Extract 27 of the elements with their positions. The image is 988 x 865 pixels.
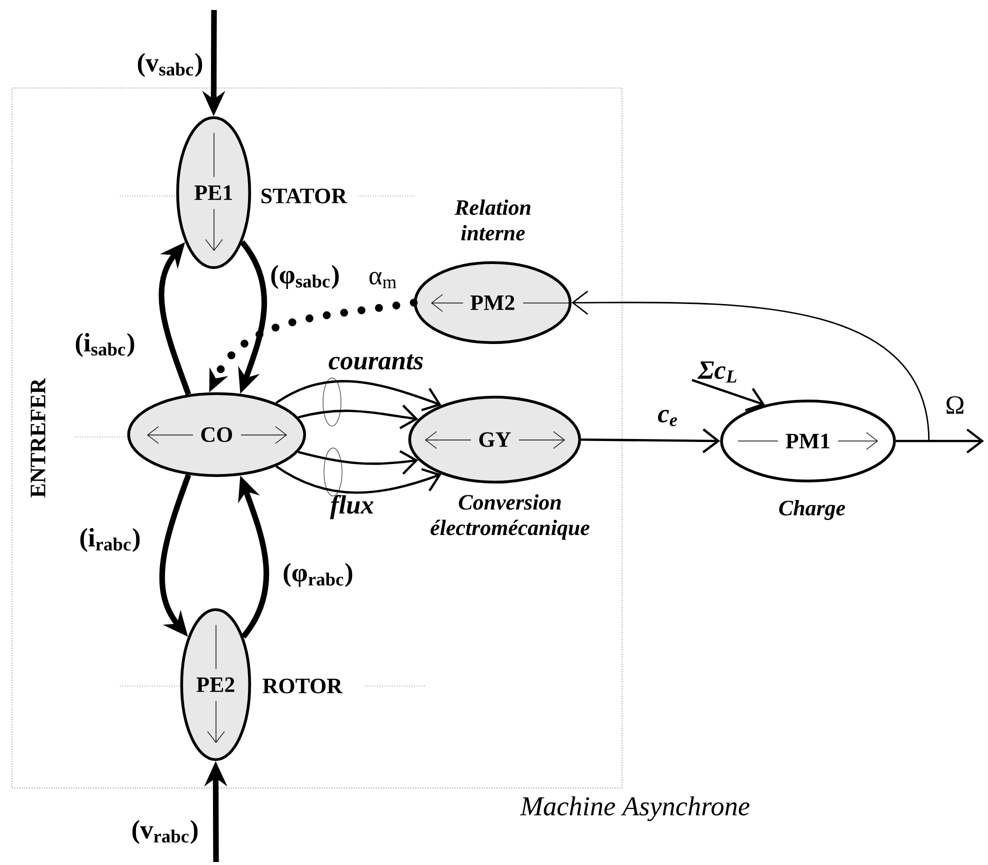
edge-label: α$_{m}$ bbox=[369, 272, 396, 288]
edge-label: flux bbox=[330, 494, 374, 520]
arrow bbox=[276, 380, 442, 412]
arrow bbox=[896, 428, 984, 454]
edge-label: (v$_{sabc}$) bbox=[138, 53, 202, 77]
block-caption: Charge bbox=[779, 500, 846, 520]
edge-label: (φ$_{sabc}$) bbox=[271, 265, 339, 289]
edge-label: c$_{e}$ bbox=[658, 410, 678, 426]
arrow bbox=[692, 378, 765, 412]
edge-label: Σc$_{L}$ bbox=[697, 361, 736, 383]
edge-label: (i$_{sabc}$) bbox=[76, 333, 134, 357]
block-caption: ROTOR bbox=[262, 678, 343, 694]
edge-label: Ω bbox=[946, 396, 964, 414]
block-caption: STATOR bbox=[262, 188, 348, 204]
edge-label: (v$_{rabc}$) bbox=[132, 820, 198, 844]
arrow bbox=[572, 290, 930, 442]
edge-label: (φ$_{rabc}$) bbox=[284, 563, 352, 587]
arrow bbox=[298, 450, 418, 475]
arrow bbox=[276, 465, 442, 494]
arrow bbox=[298, 404, 418, 430]
arrow bbox=[581, 428, 720, 454]
edge-label: (i$_{rabc}$) bbox=[80, 528, 140, 552]
boundary-caption: Machine Asynchrone bbox=[520, 796, 750, 822]
block-caption: Conversion électromécanique bbox=[430, 494, 590, 540]
block-caption: Relation interne bbox=[454, 200, 530, 240]
edge-label: courants bbox=[328, 354, 423, 370]
zone-label: ENTREFER bbox=[30, 378, 46, 498]
